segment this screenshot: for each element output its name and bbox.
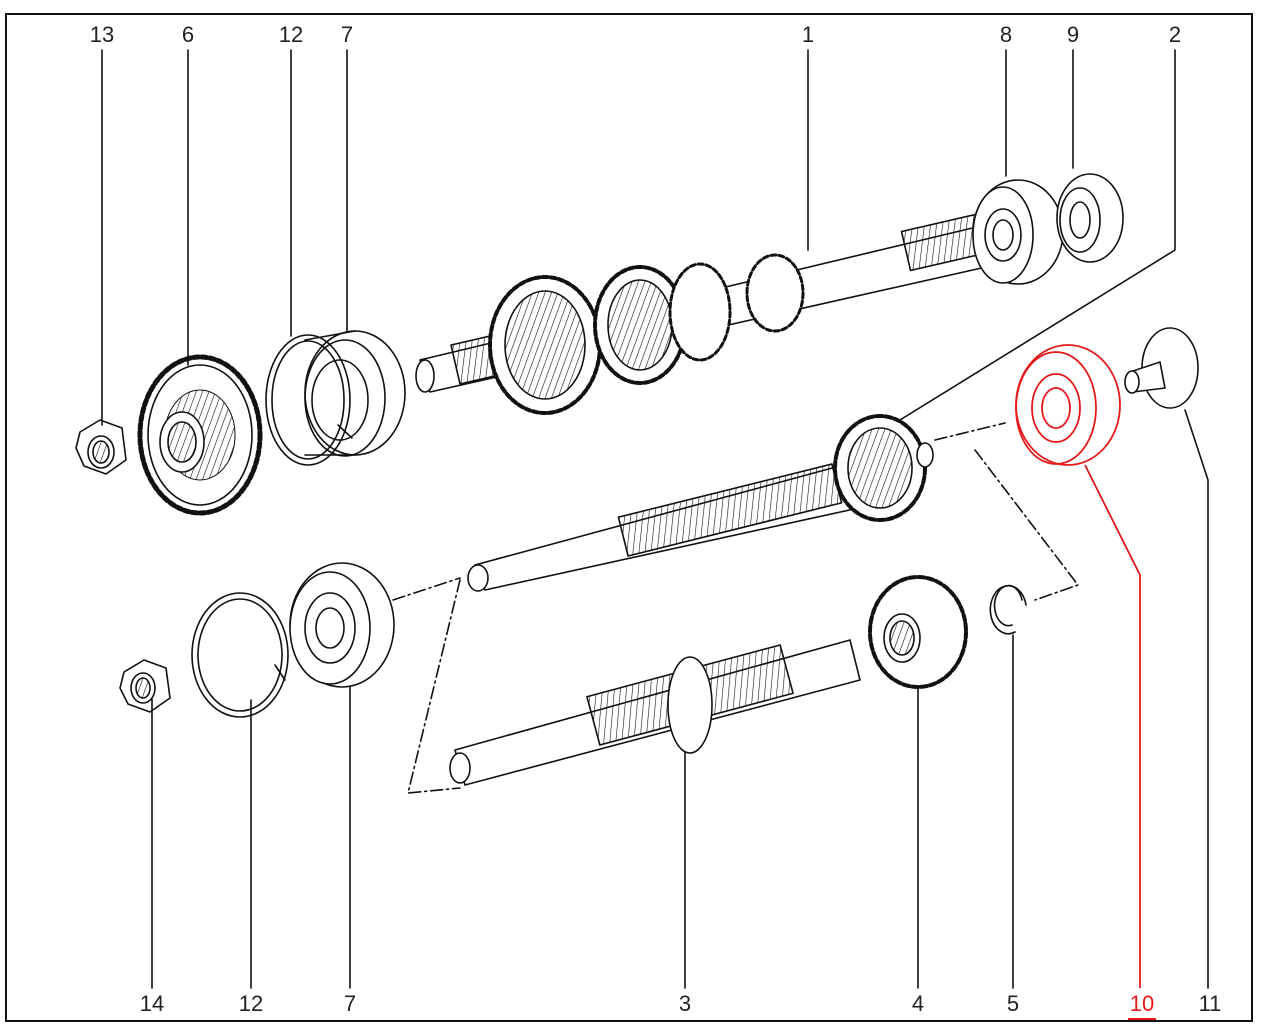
callout-4: 4 — [911, 991, 925, 1016]
leader-2 — [899, 49, 1176, 421]
axis-line-circlip — [974, 449, 1079, 601]
callout-10-highlighted: 10 — [1129, 991, 1155, 1016]
callout-6: 6 — [181, 22, 195, 47]
shaft-2 — [467, 414, 934, 592]
callout-5: 5 — [1006, 991, 1020, 1016]
bearing-7-bottom — [289, 562, 395, 688]
gear-4 — [868, 575, 968, 689]
callout-12-bottom: 12 — [238, 991, 264, 1016]
bearing-10-highlighted — [1015, 344, 1141, 988]
callout-7-top: 7 — [340, 22, 354, 47]
bearing-8 — [972, 179, 1064, 285]
callout-1: 1 — [801, 22, 815, 47]
leader-10 — [1084, 464, 1141, 988]
frame-border — [5, 13, 1253, 1022]
callout-3: 3 — [678, 991, 692, 1016]
synchro-ring-7-top — [304, 330, 406, 457]
callout-8: 8 — [999, 22, 1013, 47]
gear-6 — [137, 354, 263, 516]
split-ring-12-top — [265, 334, 353, 466]
callout-7-bottom: 7 — [343, 991, 357, 1016]
oil-seal-9 — [1056, 173, 1124, 263]
axis-line-left — [392, 577, 461, 601]
leader-11 — [1184, 409, 1209, 989]
shaft-1 — [415, 212, 996, 415]
axis-line-right — [934, 422, 1006, 441]
callout-12-top: 12 — [278, 22, 304, 47]
shaft-3 — [449, 639, 861, 786]
callout-2: 2 — [1168, 22, 1182, 47]
callout-9: 9 — [1066, 22, 1080, 47]
hex-nut-14 — [119, 659, 171, 713]
axis-line-lower — [407, 579, 461, 794]
callout-10-underline — [1128, 1018, 1156, 1020]
circlip-5 — [989, 584, 1027, 635]
callout-11: 11 — [1198, 991, 1222, 1016]
split-ring-12-bottom — [191, 592, 289, 718]
callout-14: 14 — [139, 991, 165, 1016]
pin-11 — [1124, 327, 1199, 409]
hex-nut-13 — [75, 419, 127, 475]
callout-13-top: 13 — [89, 22, 115, 47]
